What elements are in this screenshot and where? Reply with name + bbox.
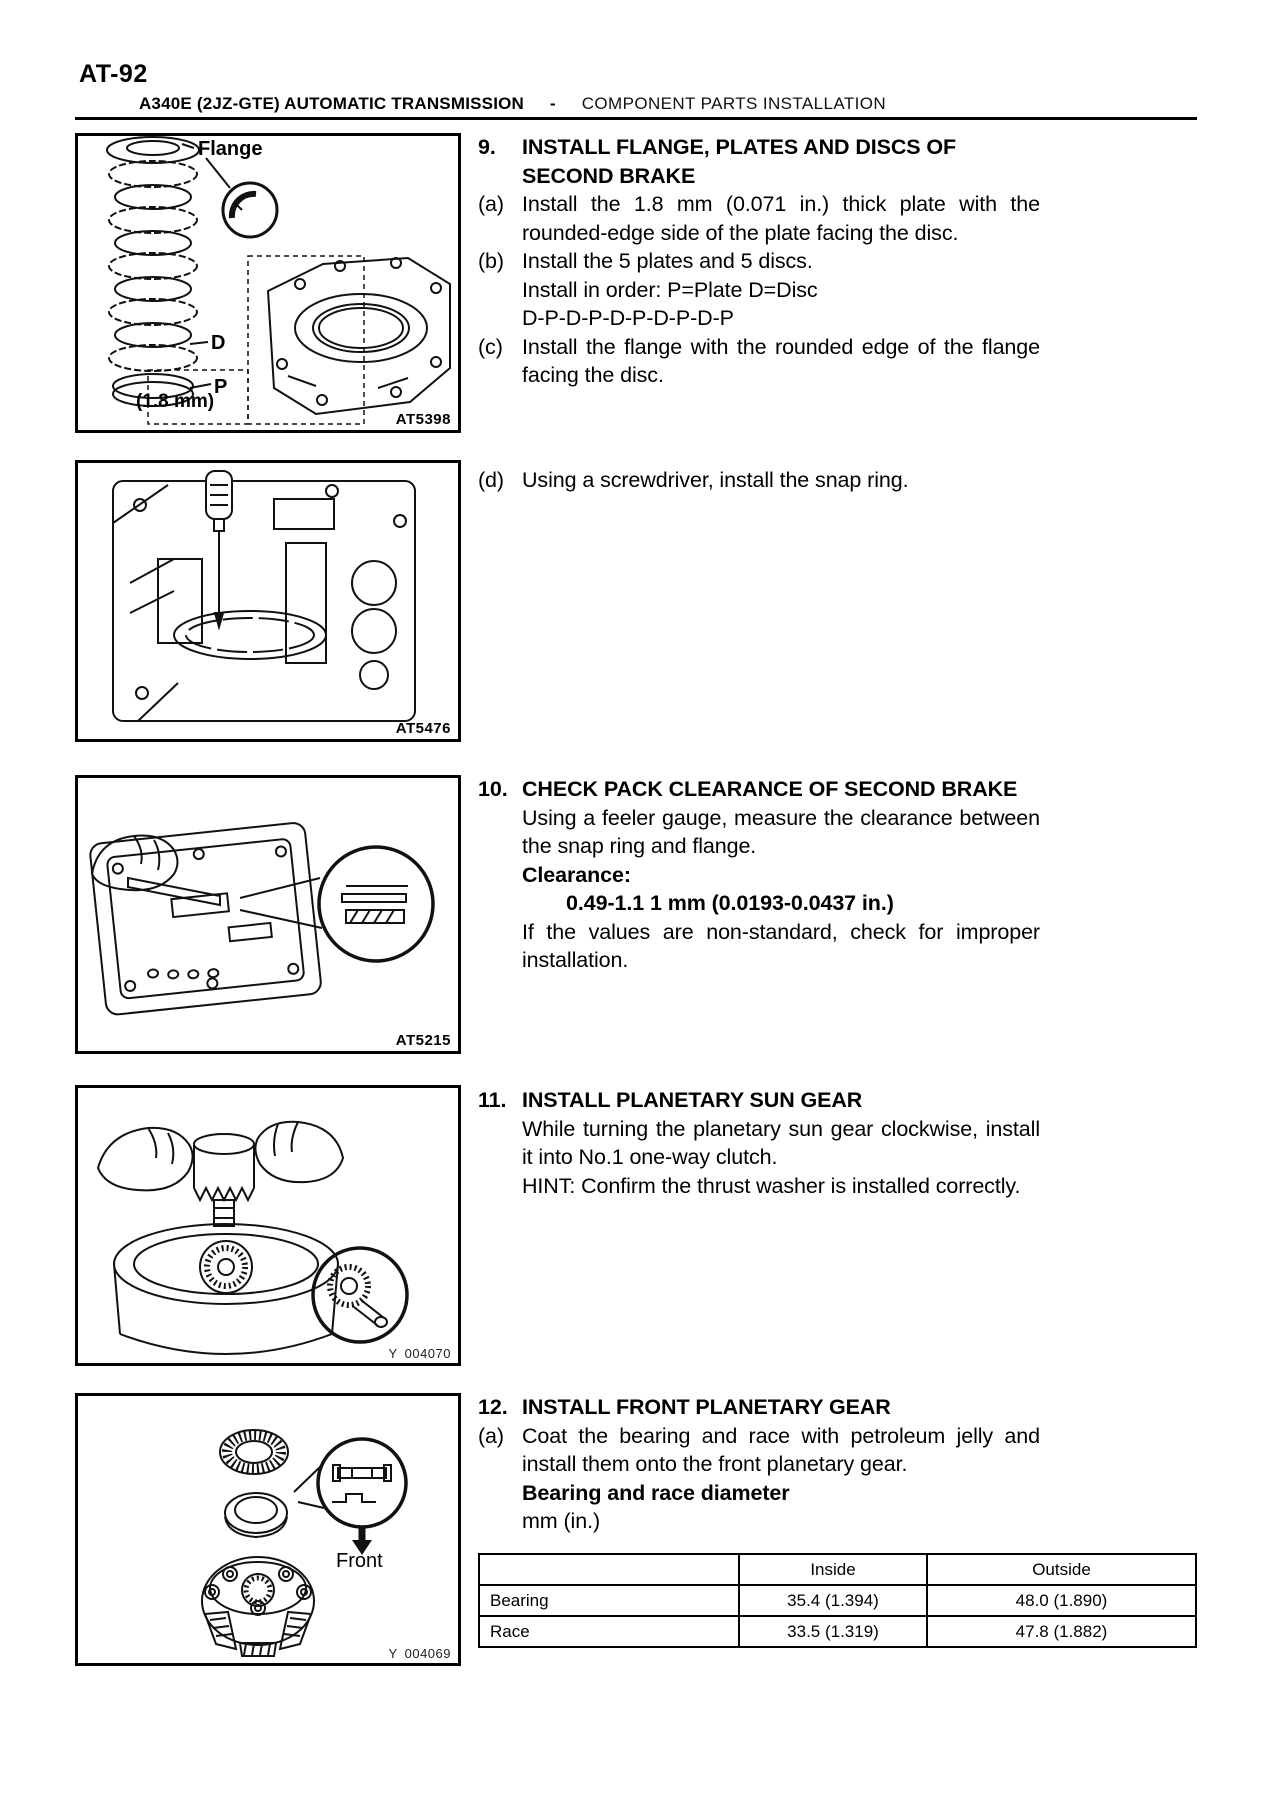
clearance-label: Clearance: [522, 862, 631, 887]
row-name-cell: Bearing [478, 1584, 740, 1617]
figure-code-prefix: Y [388, 1646, 398, 1661]
step-d: (d) Using a screwdriver, install the sna… [478, 466, 1040, 495]
flange-label: Flange [198, 138, 263, 160]
step-text: Install the 5 plates and 5 discs. [522, 249, 813, 273]
step-text: Install the 1.8 mm (0.071 in.) thick pla… [522, 192, 1040, 245]
page-number: AT-92 [79, 60, 148, 88]
section-title: INSTALL PLANETARY SUN GEAR [522, 1088, 863, 1112]
section-11-heading: 11. INSTALL PLANETARY SUN GEAR [478, 1086, 1040, 1115]
figure-code-number: 004070 [404, 1346, 451, 1361]
figure-code: AT5398 [395, 411, 451, 428]
header-separator: - [550, 94, 556, 113]
second-brake-disc-stack-illustration [106, 136, 451, 425]
figure-snap-ring-install: AT5476 [75, 460, 461, 742]
section-10-body: Using a feeler gauge, measure the cleara… [522, 805, 1040, 859]
step-text: Using a screwdriver, install the snap ri… [522, 468, 909, 492]
section-title: CHECK PACK CLEARANCE OF SECOND BRAKE [522, 777, 1018, 801]
step-text: Coat the bearing and race with petroleum… [522, 1423, 1040, 1477]
inside-value-cell: 35.4 (1.394) [738, 1584, 928, 1617]
step-label: (b) [478, 249, 504, 273]
figure-second-brake-discs: Flange D P (1.8 mm) AT5398 [75, 133, 461, 433]
step-label: (d) [478, 468, 504, 492]
table-header-row: Inside Outside [478, 1553, 1197, 1586]
header-model-title: A340E (2JZ-GTE) AUTOMATIC TRANSMISSION [138, 94, 525, 113]
header-cell-inside: Inside [738, 1553, 928, 1586]
step-text: Install the flange with the rounded edge… [522, 334, 1040, 388]
header-cell-blank [478, 1553, 740, 1586]
figure-front-planetary-gear: Front Y 004069 [75, 1393, 461, 1666]
section-title: INSTALL FRONT PLANETARY GEAR [522, 1395, 891, 1419]
unit-label: mm (in.) [522, 1509, 601, 1533]
section-11-body: While turning the planetary sun gear clo… [522, 1116, 1040, 1170]
step-label: (a) [478, 1423, 504, 1448]
feeler-gauge-illustration [89, 822, 435, 1016]
step-label: (c) [478, 334, 503, 359]
section-12-heading: 12. INSTALL FRONT PLANETARY GEAR [478, 1393, 1040, 1422]
row-name-cell: Race [478, 1615, 740, 1648]
table-row-bearing: Bearing 35.4 (1.394) 48.0 (1.890) [478, 1584, 1197, 1617]
snap-ring-screwdriver-illustration [112, 470, 416, 722]
figure-code: AT5215 [395, 1032, 451, 1049]
spec-title: Bearing and race diameter [522, 1480, 790, 1505]
running-header: A340E (2JZ-GTE) AUTOMATIC TRANSMISSION - C… [75, 94, 950, 114]
figure-code: Y 004070 [388, 1346, 451, 1361]
section-number: 11. [478, 1088, 507, 1112]
figure-code: AT5476 [395, 720, 451, 737]
outside-value-cell: 47.8 (1.882) [926, 1615, 1197, 1648]
plate-thickness-label: (1.8 mm) [136, 391, 215, 412]
step-label: (a) [478, 192, 504, 216]
clearance-value: 0.49-1.1 1 mm (0.0193-0.0437 in.) [566, 891, 894, 915]
step-c: (c) Install the flange with the rounded … [478, 333, 1040, 390]
step-b: (b) Install the 5 plates and 5 discs. [478, 247, 1040, 276]
figure-planetary-sun-gear-install: Y 004070 [75, 1085, 461, 1366]
section-9: 9. INSTALL FLANGE, PLATES AND DISCS OF S… [478, 133, 1040, 390]
disc-label: D [211, 332, 226, 354]
section-10-heading: 10. CHECK PACK CLEARANCE OF SECOND BRAKE [478, 775, 1040, 804]
bearing-race-planetary-illustration [201, 1429, 408, 1657]
section-number: 10. [478, 777, 508, 801]
step-a: (a) Install the 1.8 mm (0.071 in.) thick… [478, 190, 1040, 247]
inside-value-cell: 33.5 (1.319) [738, 1615, 928, 1648]
section-title: INSTALL FLANGE, PLATES AND DISCS OF SECO… [522, 135, 957, 188]
section-10-note: If the values are non-standard, check fo… [522, 919, 1040, 973]
section-number: 9. [478, 135, 496, 159]
figure-code: Y 004069 [388, 1646, 451, 1661]
figure-code-number: 004069 [404, 1646, 451, 1661]
section-12: 12. INSTALL FRONT PLANETARY GEAR (a) Coa… [478, 1393, 1040, 1536]
step-b-order: Install in order: P=Plate D=Disc [522, 277, 818, 302]
step-a: (a) Coat the bearing and race with petro… [478, 1422, 1040, 1479]
header-cell-outside: Outside [926, 1553, 1197, 1586]
outside-value-cell: 48.0 (1.890) [926, 1584, 1197, 1617]
section-11: 11. INSTALL PLANETARY SUN GEAR While tur… [478, 1086, 1040, 1200]
header-rule [75, 117, 1197, 120]
table-row-race: Race 33.5 (1.319) 47.8 (1.882) [478, 1615, 1197, 1648]
section-number: 12. [478, 1395, 508, 1419]
front-arrow-icon [352, 1527, 372, 1555]
bearing-race-diameter-table: Inside Outside Bearing 35.4 (1.394) 48.0… [478, 1553, 1197, 1648]
figure-code-prefix: Y [388, 1346, 398, 1361]
section-10: 10. CHECK PACK CLEARANCE OF SECOND BRAKE… [478, 775, 1040, 975]
step-b-sequence: D-P-D-P-D-P-D-P-D-P [522, 306, 734, 330]
section-9-heading: 9. INSTALL FLANGE, PLATES AND DISCS OF S… [478, 133, 1040, 190]
figure-pack-clearance-check: AT5215 [75, 775, 461, 1054]
plate-label: P [214, 376, 228, 398]
front-label: Front [336, 1550, 383, 1572]
header-section-title: COMPONENT PARTS INSTALLATION [581, 94, 887, 113]
sun-gear-hands-illustration [96, 1120, 409, 1355]
hint-text: HINT: Confirm the thrust washer is insta… [522, 1173, 1021, 1198]
